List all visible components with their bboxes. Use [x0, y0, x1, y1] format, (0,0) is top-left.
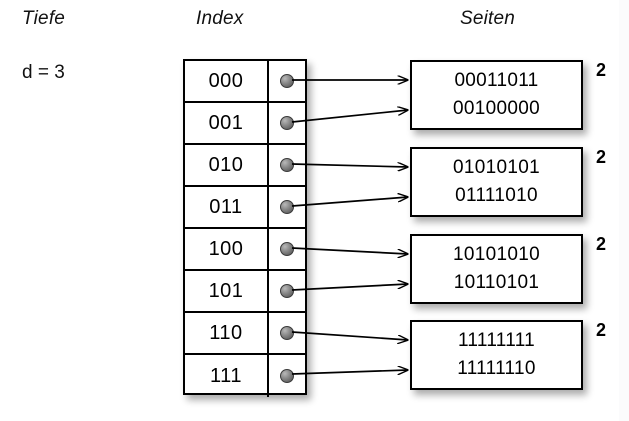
pointer-arrow-011 [291, 197, 408, 207]
page-line: 00100000 [453, 98, 540, 119]
filled-dot-icon [280, 116, 294, 130]
page-box[interactable]: 00011011 00100000 [410, 60, 583, 130]
page-line: 01111010 [455, 185, 538, 206]
filled-dot-icon [280, 326, 294, 340]
index-pointer-cell[interactable] [269, 355, 305, 397]
page-box[interactable]: 11111111 11111110 [410, 320, 583, 390]
index-key: 000 [185, 61, 269, 101]
index-pointer-cell[interactable] [269, 103, 305, 143]
index-pointer-cell[interactable] [269, 187, 305, 227]
filled-dot-icon [280, 284, 294, 298]
filled-dot-icon [280, 200, 294, 214]
index-pointer-cell[interactable] [269, 61, 305, 101]
page-line: 11111111 [457, 330, 536, 351]
column-heading-pages: Seiten [460, 8, 516, 29]
page-line: 01010101 [453, 157, 540, 178]
page-box[interactable]: 10101010 10110101 [410, 234, 583, 304]
index-key: 010 [185, 145, 269, 185]
index-row[interactable]: 110 [185, 313, 305, 355]
page-box[interactable]: 01010101 01111010 [410, 147, 583, 217]
page-count-label: 2 [596, 147, 607, 167]
index-pointer-cell[interactable] [269, 229, 305, 269]
index-key: 011 [185, 187, 269, 227]
index-key: 101 [185, 271, 269, 311]
column-heading-depth: Tiefe [22, 8, 66, 29]
index-pointer-cell[interactable] [269, 313, 305, 353]
index-row[interactable]: 100 [185, 229, 305, 271]
index-key: 110 [185, 313, 269, 353]
index-row[interactable]: 000 [185, 61, 305, 103]
column-heading-index: Index [196, 8, 244, 29]
page-line: 00011011 [454, 70, 539, 91]
index-row[interactable]: 001 [185, 103, 305, 145]
index-key: 100 [185, 229, 269, 269]
filled-dot-icon [280, 369, 294, 383]
filled-dot-icon [280, 74, 294, 88]
depth-value-label: d = 3 [22, 62, 65, 83]
index-row[interactable]: 011 [185, 187, 305, 229]
page-line: 11111110 [457, 358, 536, 379]
pointer-arrow-001 [291, 110, 408, 123]
index-key: 001 [185, 103, 269, 143]
index-pointer-cell[interactable] [269, 145, 305, 185]
pointer-arrow-100 [291, 247, 408, 254]
right-edge-strip [619, 0, 629, 421]
pointer-arrow-010 [291, 164, 408, 167]
pointer-arrow-111 [291, 370, 408, 374]
page-count-label: 2 [596, 320, 607, 340]
index-table: 000 001 010 011 100 [183, 59, 307, 397]
index-row[interactable]: 010 [185, 145, 305, 187]
filled-dot-icon [280, 158, 294, 172]
index-key: 111 [185, 355, 269, 397]
index-row[interactable]: 111 [185, 355, 305, 397]
page-count-label: 2 [596, 60, 607, 80]
index-row[interactable]: 101 [185, 271, 305, 313]
pointer-arrow-110 [291, 331, 408, 340]
index-pointer-cell[interactable] [269, 271, 305, 311]
page-count-label: 2 [596, 234, 607, 254]
pointer-arrow-101 [291, 284, 408, 291]
page-line: 10110101 [453, 272, 540, 293]
page-line: 10101010 [453, 244, 540, 265]
filled-dot-icon [280, 242, 294, 256]
